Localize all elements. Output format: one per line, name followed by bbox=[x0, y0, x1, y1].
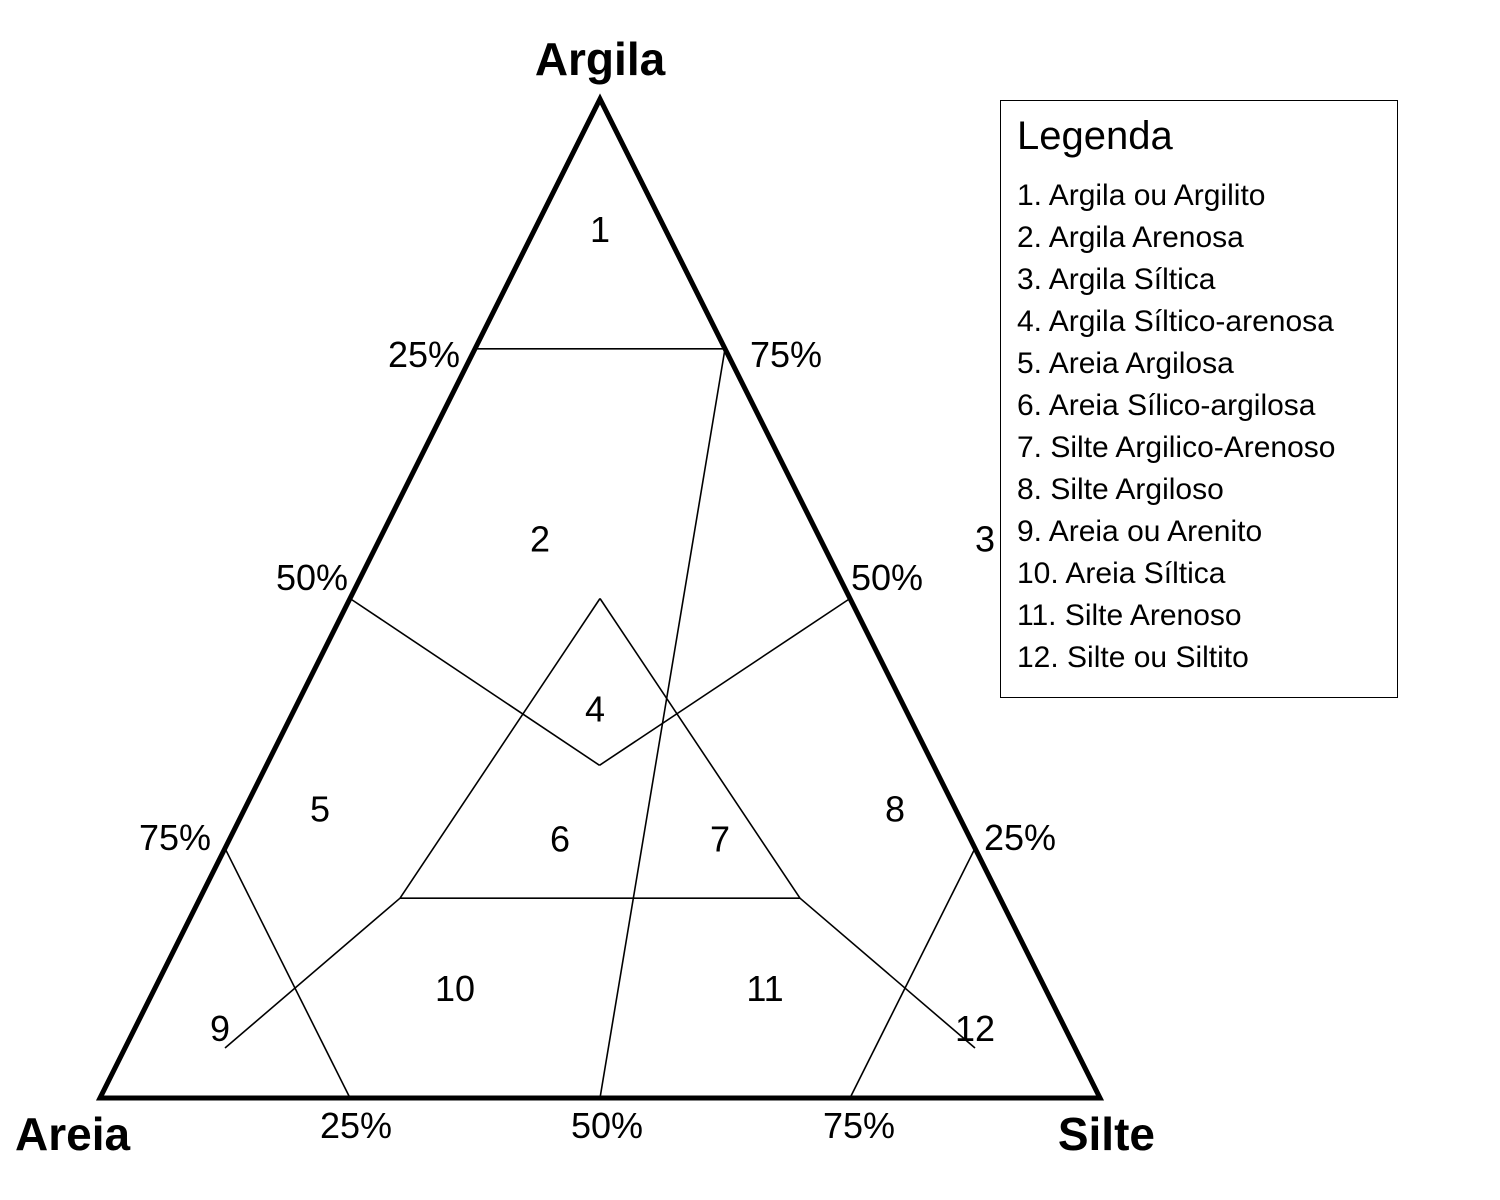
left-edge-tick-50: 50% bbox=[276, 557, 348, 598]
legend-item: 10. Areia Síltica bbox=[1017, 557, 1226, 590]
region-label-10: 10 bbox=[435, 968, 475, 1009]
legend-list: 1. Argila ou Argilito 2. Argila Arenosa … bbox=[1017, 175, 1397, 679]
bottom-edge-tick-25: 25% bbox=[320, 1105, 392, 1146]
region-label-2: 2 bbox=[530, 519, 550, 560]
legend-item: 12. Silte ou Siltito bbox=[1017, 641, 1249, 674]
region-boundary-line bbox=[849, 847, 976, 1099]
region-label-5: 5 bbox=[310, 788, 330, 829]
vertex-label-clay: Argila bbox=[535, 33, 666, 85]
region-label-3: 3 bbox=[975, 519, 995, 560]
right-edge-tick-25: 25% bbox=[984, 817, 1056, 858]
region-boundaries bbox=[224, 347, 976, 1099]
triangle-outline bbox=[95, 93, 1105, 1101]
legend-title: Legenda bbox=[1017, 114, 1173, 158]
region-label-4: 4 bbox=[585, 688, 605, 729]
region-boundary-line bbox=[599, 597, 851, 766]
region-label-6: 6 bbox=[550, 818, 570, 859]
vertex-label-sand: Areia bbox=[15, 1108, 130, 1160]
region-boundary-line bbox=[399, 598, 601, 899]
left-edge-tick-75: 75% bbox=[139, 817, 211, 858]
region-label-1: 1 bbox=[590, 209, 610, 250]
region-label-8: 8 bbox=[885, 788, 905, 829]
right-edge-tick-50: 50% bbox=[851, 557, 923, 598]
region-label-9: 9 bbox=[210, 1008, 230, 1049]
region-boundary-line bbox=[599, 598, 801, 899]
region-boundary-line bbox=[349, 597, 600, 766]
legend-item: 6. Areia Sílico-argilosa bbox=[1017, 389, 1316, 422]
legend-item: 4. Argila Síltico-arenosa bbox=[1017, 305, 1334, 338]
region-boundary-line bbox=[224, 897, 401, 1049]
legend-item: 8. Silte Argiloso bbox=[1017, 473, 1224, 506]
bottom-edge-tick-75: 75% bbox=[823, 1105, 895, 1146]
vertex-label-silt: Silte bbox=[1058, 1108, 1155, 1160]
legend-item: 2. Argila Arenosa bbox=[1017, 221, 1244, 254]
legend-item: 5. Areia Argilosa bbox=[1017, 347, 1234, 380]
legend-item: 9. Areia ou Arenito bbox=[1017, 515, 1263, 548]
region-label-12: 12 bbox=[955, 1008, 995, 1049]
region-label-11: 11 bbox=[746, 968, 783, 1009]
legend-item: 7. Silte Argilico-Arenoso bbox=[1017, 431, 1336, 464]
region-boundary-line bbox=[799, 897, 976, 1049]
legend-box: Legenda 1. Argila ou Argilito 2. Argila … bbox=[1000, 100, 1398, 698]
right-edge-tick-75: 75% bbox=[750, 334, 822, 375]
legend-item: 11. Silte Arenoso bbox=[1017, 599, 1242, 632]
left-edge-tick-25: 25% bbox=[388, 334, 460, 375]
region-label-7: 7 bbox=[710, 818, 730, 859]
legend-item: 1. Argila ou Argilito bbox=[1017, 179, 1266, 212]
legend-item: 3. Argila Síltica bbox=[1017, 263, 1216, 296]
bottom-edge-tick-50: 50% bbox=[571, 1105, 643, 1146]
region-boundary-line bbox=[224, 847, 351, 1099]
